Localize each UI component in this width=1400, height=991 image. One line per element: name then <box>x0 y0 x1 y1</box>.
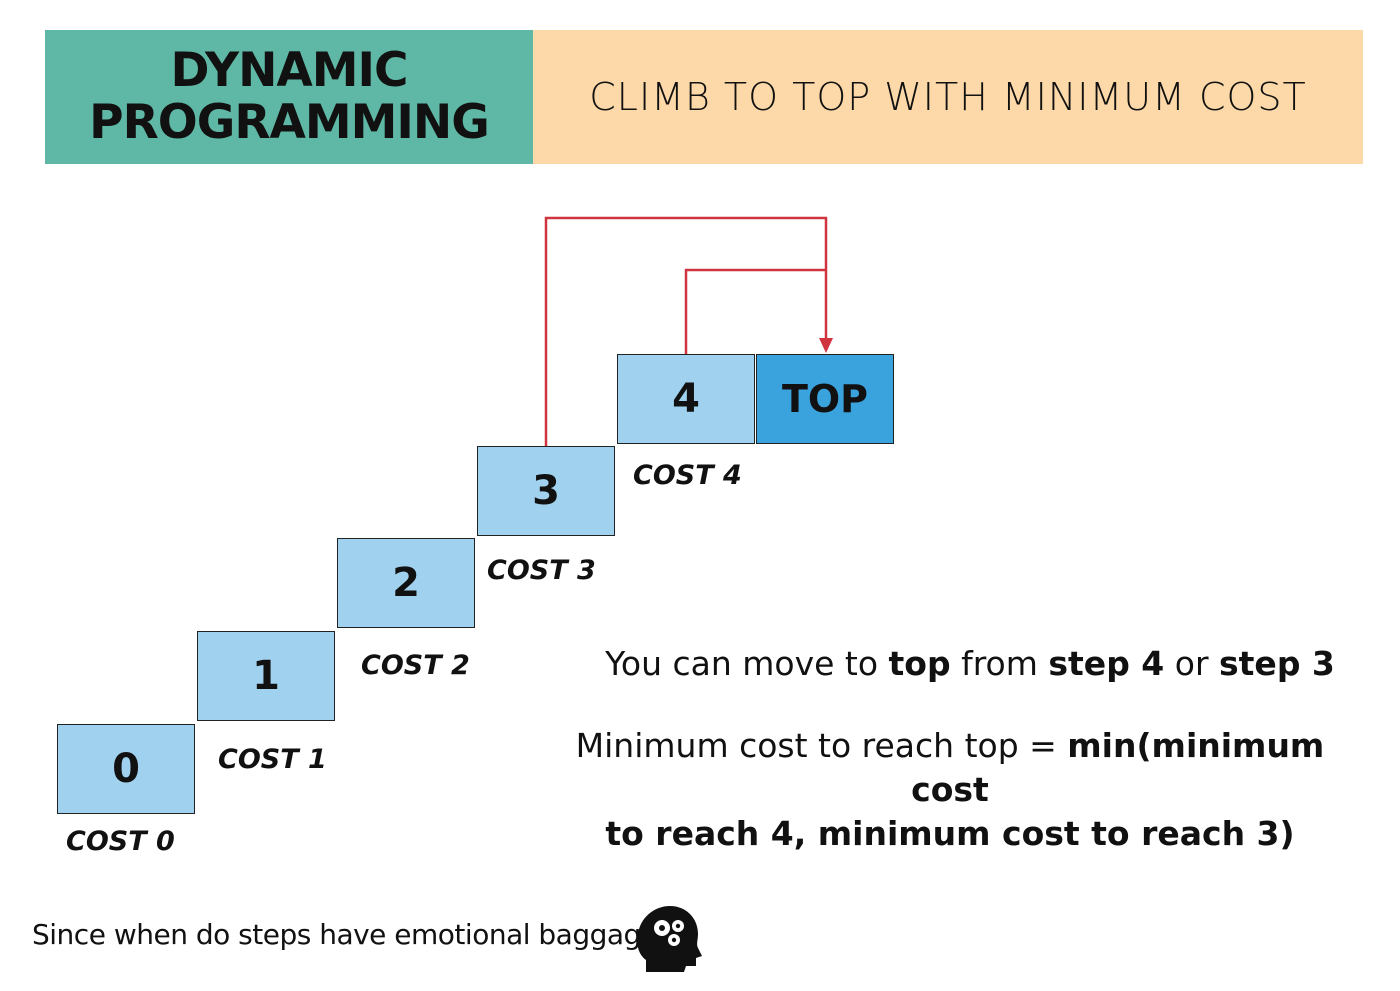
cost-label-4: COST 4 <box>633 460 742 491</box>
cost-label-3: COST 3 <box>487 555 596 586</box>
step-0: 0 <box>57 724 195 814</box>
arrow-from-step-4 <box>684 268 826 354</box>
note1-text-1: You can move to <box>605 644 889 683</box>
title-banner: DYNAMIC PROGRAMMING <box>45 30 533 164</box>
step-4: 4 <box>617 354 755 444</box>
title-line-2: PROGRAMMING <box>89 95 490 150</box>
caption: Since when do steps have emotional bagga… <box>32 918 658 951</box>
subtitle-banner: CLIMB TO TOP WITH MINIMUM COST <box>533 30 1363 164</box>
explanation-line-1: You can move to top from step 4 or step … <box>560 644 1380 683</box>
note1-bold-step4: step 4 <box>1048 644 1165 683</box>
arrow-head <box>819 338 833 353</box>
cost-label-1: COST 1 <box>218 744 327 775</box>
formula-text: Minimum cost to reach top = <box>575 726 1068 765</box>
note1-bold-step3: step 3 <box>1219 644 1335 683</box>
note1-text-3: or <box>1164 644 1220 683</box>
explanation-formula: Minimum cost to reach top = min(minimum … <box>545 724 1355 856</box>
step-2: 2 <box>337 538 475 628</box>
formula-bold-1: min(minimum cost <box>911 726 1325 809</box>
subtitle-text: CLIMB TO TOP WITH MINIMUM COST <box>589 75 1307 119</box>
note1-bold-top: top <box>888 644 951 683</box>
note1-text-2: from <box>950 644 1049 683</box>
step-3: 3 <box>477 446 615 536</box>
title-text: DYNAMIC PROGRAMMING <box>89 43 490 150</box>
step-1: 1 <box>197 631 335 721</box>
cost-label-2: COST 2 <box>361 650 470 681</box>
head-with-gears-icon <box>637 906 702 972</box>
formula-line-1: Minimum cost to reach top = min(minimum … <box>545 724 1355 812</box>
formula-line-2: to reach 4, minimum cost to reach 3) <box>605 814 1295 853</box>
step-top: TOP <box>756 354 894 444</box>
cost-label-0: COST 0 <box>66 826 175 857</box>
title-line-1: DYNAMIC <box>170 43 408 98</box>
